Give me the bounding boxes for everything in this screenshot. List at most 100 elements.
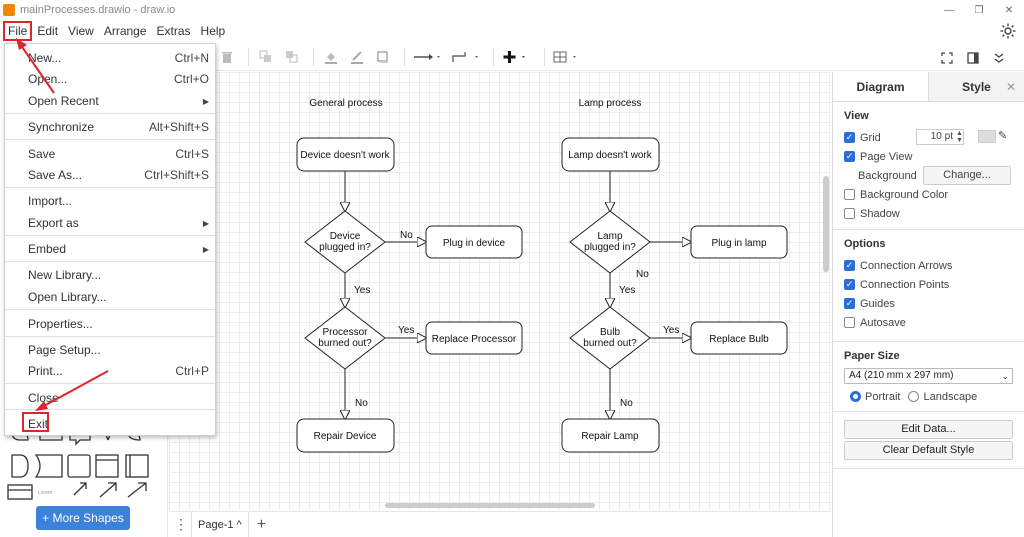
shadow-row: Shadow bbox=[844, 204, 1013, 223]
connection-arrow-icon[interactable] bbox=[411, 46, 445, 68]
grid-checkbox[interactable]: ✓ bbox=[844, 132, 855, 143]
menu-divider bbox=[5, 261, 215, 262]
shadow-label: Shadow bbox=[860, 207, 900, 220]
delete-icon[interactable] bbox=[216, 46, 238, 68]
menu-item-open-recent[interactable]: Open Recent▶ bbox=[5, 91, 215, 111]
lamp-process-heading: Lamp process bbox=[579, 98, 642, 109]
menu-item-properties[interactable]: Properties... bbox=[5, 314, 215, 334]
menu-item-new-library[interactable]: New Library... bbox=[5, 265, 215, 285]
edit-data-button[interactable]: Edit Data... bbox=[844, 420, 1013, 439]
toolbar-divider bbox=[404, 47, 405, 66]
options-section: Options ✓ Connection Arrows ✓ Connection… bbox=[833, 230, 1024, 342]
theme-sun-icon[interactable] bbox=[1000, 23, 1016, 39]
general-decision2-label-b: burned out? bbox=[318, 338, 372, 349]
menu-item-embed[interactable]: Embed▶ bbox=[5, 239, 215, 259]
general-end-node[interactable] bbox=[296, 418, 395, 453]
pages-menu-icon[interactable]: ⋮ bbox=[174, 516, 188, 532]
close-panel-icon[interactable]: ✕ bbox=[1005, 80, 1016, 94]
format-panel-icon[interactable] bbox=[962, 47, 984, 69]
tab-style[interactable]: Style bbox=[962, 80, 991, 94]
tab-diagram[interactable]: Diagram bbox=[833, 72, 929, 101]
general-action1-label: Plug in device bbox=[443, 238, 506, 249]
pencil-icon[interactable]: ✎ bbox=[998, 130, 1008, 142]
background-row: Background Change... bbox=[844, 166, 1013, 185]
waypoint-style-icon[interactable] bbox=[449, 46, 483, 68]
change-background-button[interactable]: Change... bbox=[923, 166, 1011, 185]
portrait-radio[interactable] bbox=[850, 391, 861, 402]
grid-size-stepper-icon[interactable]: ▲▼ bbox=[956, 130, 963, 144]
lamp-action1-node[interactable] bbox=[690, 225, 788, 259]
connection-points-checkbox[interactable]: ✓ bbox=[844, 279, 855, 290]
edge-label-yes: Yes bbox=[354, 285, 370, 296]
background-color-checkbox[interactable] bbox=[844, 189, 855, 200]
paper-size-title: Paper Size bbox=[844, 350, 900, 362]
general-action1-node[interactable] bbox=[425, 225, 523, 259]
menu-item-save-as[interactable]: Save As...Ctrl+Shift+S bbox=[5, 165, 215, 185]
restore-button[interactable]: ❐ bbox=[974, 4, 984, 16]
horizontal-scrollbar[interactable] bbox=[385, 503, 595, 508]
shadow-icon[interactable] bbox=[372, 46, 394, 68]
menu-item-print[interactable]: Print...Ctrl+P bbox=[5, 361, 215, 381]
lamp-end-node[interactable] bbox=[561, 418, 660, 453]
menu-item-close[interactable]: Close bbox=[5, 388, 215, 408]
paper-size-select[interactable]: A4 (210 mm x 297 mm) ⌄ bbox=[844, 368, 1013, 384]
menu-item-import[interactable]: Import... bbox=[5, 191, 215, 211]
menu-view[interactable]: View bbox=[68, 24, 94, 38]
close-window-button[interactable]: ✕ bbox=[1004, 4, 1014, 16]
menu-item-open-library[interactable]: Open Library... bbox=[5, 287, 215, 307]
menu-item-page-setup[interactable]: Page Setup... bbox=[5, 340, 215, 360]
menu-file[interactable]: File bbox=[3, 21, 33, 41]
toolbar-divider bbox=[313, 47, 314, 66]
menu-item-open[interactable]: Open...Ctrl+O bbox=[5, 69, 215, 89]
general-end-label: Repair Device bbox=[314, 431, 377, 442]
general-decision1-label-b: plugged in? bbox=[319, 242, 371, 253]
grid-color-swatch[interactable] bbox=[978, 130, 996, 143]
collapse-chevron-icon[interactable] bbox=[988, 47, 1010, 69]
menu-arrange[interactable]: Arrange bbox=[103, 24, 147, 38]
lamp-action2-node[interactable] bbox=[690, 321, 788, 355]
menu-edit[interactable]: Edit bbox=[37, 24, 59, 38]
save-shortcut: Ctrl+S bbox=[175, 147, 209, 161]
menu-bar: File Edit View Arrange Extras Help bbox=[0, 20, 1024, 42]
connection-arrows-checkbox[interactable]: ✓ bbox=[844, 260, 855, 271]
add-page-icon[interactable]: + bbox=[256, 515, 267, 533]
landscape-radio[interactable] bbox=[908, 391, 920, 402]
toolbar bbox=[216, 43, 1024, 71]
menu-extras[interactable]: Extras bbox=[156, 24, 191, 38]
file-menu: New...Ctrl+N Open...Ctrl+O Open Recent▶ … bbox=[4, 43, 216, 436]
new-library-label: New Library... bbox=[28, 268, 102, 282]
insert-plus-icon[interactable] bbox=[500, 46, 534, 68]
table-icon[interactable] bbox=[551, 46, 585, 68]
edge-label-no: No bbox=[355, 398, 368, 409]
menu-item-exit[interactable]: Exit bbox=[5, 414, 215, 434]
general-action2-node[interactable] bbox=[425, 321, 523, 355]
clear-default-style-button[interactable]: Clear Default Style bbox=[844, 441, 1013, 460]
vertical-scrollbar[interactable] bbox=[823, 176, 829, 272]
page-tab[interactable]: Page-1 ^ bbox=[191, 511, 249, 537]
background-label: Background bbox=[858, 169, 917, 182]
more-shapes-button[interactable]: + More Shapes bbox=[36, 506, 130, 530]
general-process-heading: General process bbox=[309, 98, 382, 109]
lamp-decision1-label-a: Lamp bbox=[597, 231, 622, 242]
menu-help[interactable]: Help bbox=[200, 24, 226, 38]
to-back-icon[interactable] bbox=[281, 46, 303, 68]
title-bar: mainProcesses.drawio - draw.io — ❐ ✕ bbox=[0, 0, 1024, 20]
fill-color-icon[interactable] bbox=[320, 46, 342, 68]
diagram-canvas[interactable]: General process Device doesn't work Devi… bbox=[169, 72, 831, 510]
page-view-checkbox[interactable]: ✓ bbox=[844, 151, 855, 162]
grid-size-input[interactable]: 10 pt bbox=[916, 129, 964, 145]
menu-item-export-as[interactable]: Export as▶ bbox=[5, 213, 215, 233]
fullscreen-icon[interactable] bbox=[936, 47, 958, 69]
minimize-button[interactable]: — bbox=[944, 4, 954, 16]
autosave-checkbox[interactable] bbox=[844, 317, 855, 328]
line-color-icon[interactable] bbox=[346, 46, 368, 68]
shadow-checkbox[interactable] bbox=[844, 208, 855, 219]
connection-points-label: Connection Points bbox=[860, 278, 950, 291]
submenu-arrow-icon: ▶ bbox=[202, 96, 209, 106]
menu-item-new[interactable]: New...Ctrl+N bbox=[5, 48, 215, 68]
to-front-icon[interactable] bbox=[255, 46, 277, 68]
menu-divider bbox=[5, 139, 215, 140]
guides-checkbox[interactable]: ✓ bbox=[844, 298, 855, 309]
